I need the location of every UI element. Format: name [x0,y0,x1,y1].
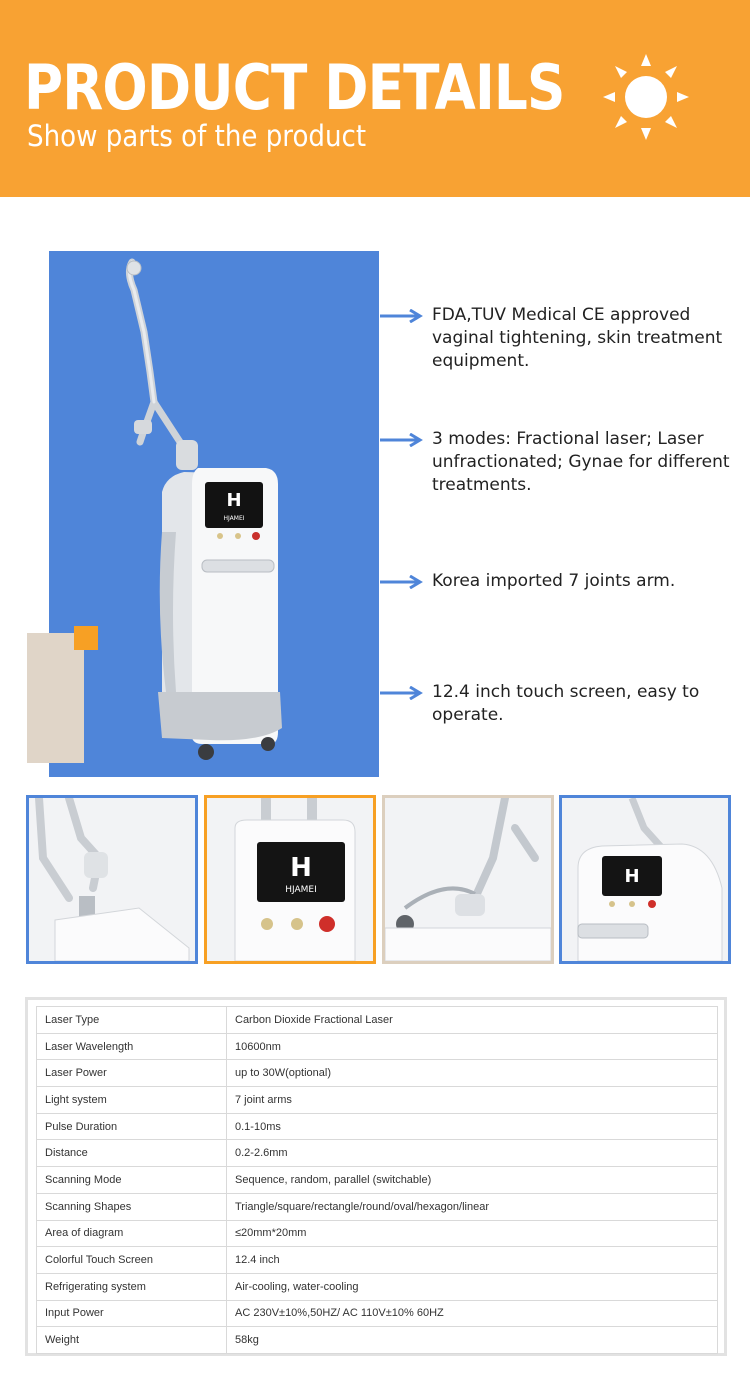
svg-text:H: H [290,853,312,883]
touch-screen-image: H HJAMEI [207,798,373,961]
thumbnail-machine-top[interactable]: H [559,795,731,964]
svg-text:H: H [226,490,241,511]
spec-value: Triangle/square/rectangle/round/oval/hex… [226,1192,718,1221]
spec-key: Distance [36,1139,227,1168]
spec-key: Weight [36,1326,227,1354]
screen-brand: HJAMEI [223,515,244,522]
feature-text: 12.4 inch touch screen, easy to operate. [432,682,700,725]
spec-value: up to 30W(optional) [226,1059,718,1088]
spec-value: 0.1-10ms [226,1112,718,1141]
spec-key: Laser Type [36,1006,227,1034]
feature-text: FDA,TUV Medical CE approved vaginal tigh… [432,305,723,371]
thumbnail-brand: HJAMEI [285,885,317,895]
arrow-right-icon [380,575,423,589]
co2-laser-machine-image: H HJAMEI [125,258,282,760]
spec-value: 12.4 inch [226,1246,718,1274]
spec-value: ≤20mm*20mm [226,1219,718,1248]
spec-value: 10600nm [226,1032,718,1061]
arrow-right-icon [380,433,423,447]
decorative-orange-square [74,626,98,650]
sun-icon [603,54,689,140]
spec-key: Laser Power [36,1059,227,1088]
page-subtitle: Show parts of the product [27,119,367,153]
spec-key: Scanning Mode [36,1166,227,1194]
feature-text: 3 modes: Fractional laser; Laser unfract… [432,429,730,495]
page-title: PRODUCT DETAILS [24,51,565,124]
spec-value: Sequence, random, parallel (switchable) [226,1166,718,1194]
spec-key: Colorful Touch Screen [36,1246,227,1274]
thumbnail-arm-closeup[interactable] [26,795,198,964]
arrow-right-icon [380,309,423,323]
spec-value: AC 230V±10%,50HZ/ AC 110V±10% 60HZ [226,1299,718,1328]
machine-top-image: H [562,798,728,961]
spec-value: 7 joint arms [226,1086,718,1114]
spec-key: Refrigerating system [36,1272,227,1301]
spec-key: Scanning Shapes [36,1192,227,1221]
spec-value: 58kg [226,1326,718,1354]
handpiece-image [385,798,551,961]
svg-text:H: H [624,866,639,887]
arm-closeup-image [29,798,195,961]
table-row: Area of diagram≤20mm*20mm [36,1219,718,1248]
decorative-beige-block [27,633,84,763]
spec-key: Area of diagram [36,1219,227,1248]
spec-value: Air-cooling, water-cooling [226,1272,718,1301]
spec-key: Pulse Duration [36,1112,227,1141]
spec-value: 0.2-2.6mm [226,1139,718,1168]
feature-text: Korea imported 7 joints arm. [432,571,676,591]
spec-key: Light system [36,1086,227,1114]
spec-key: Input Power [36,1299,227,1328]
spec-key: Laser Wavelength [36,1032,227,1061]
thumbnail-handpiece[interactable] [382,795,554,964]
spec-value: Carbon Dioxide Fractional Laser [226,1006,718,1034]
thumbnail-touch-screen[interactable]: H HJAMEI [204,795,376,964]
header-banner: PRODUCT DETAILS Show parts of the produc… [0,0,750,197]
arrow-right-icon [380,686,423,700]
